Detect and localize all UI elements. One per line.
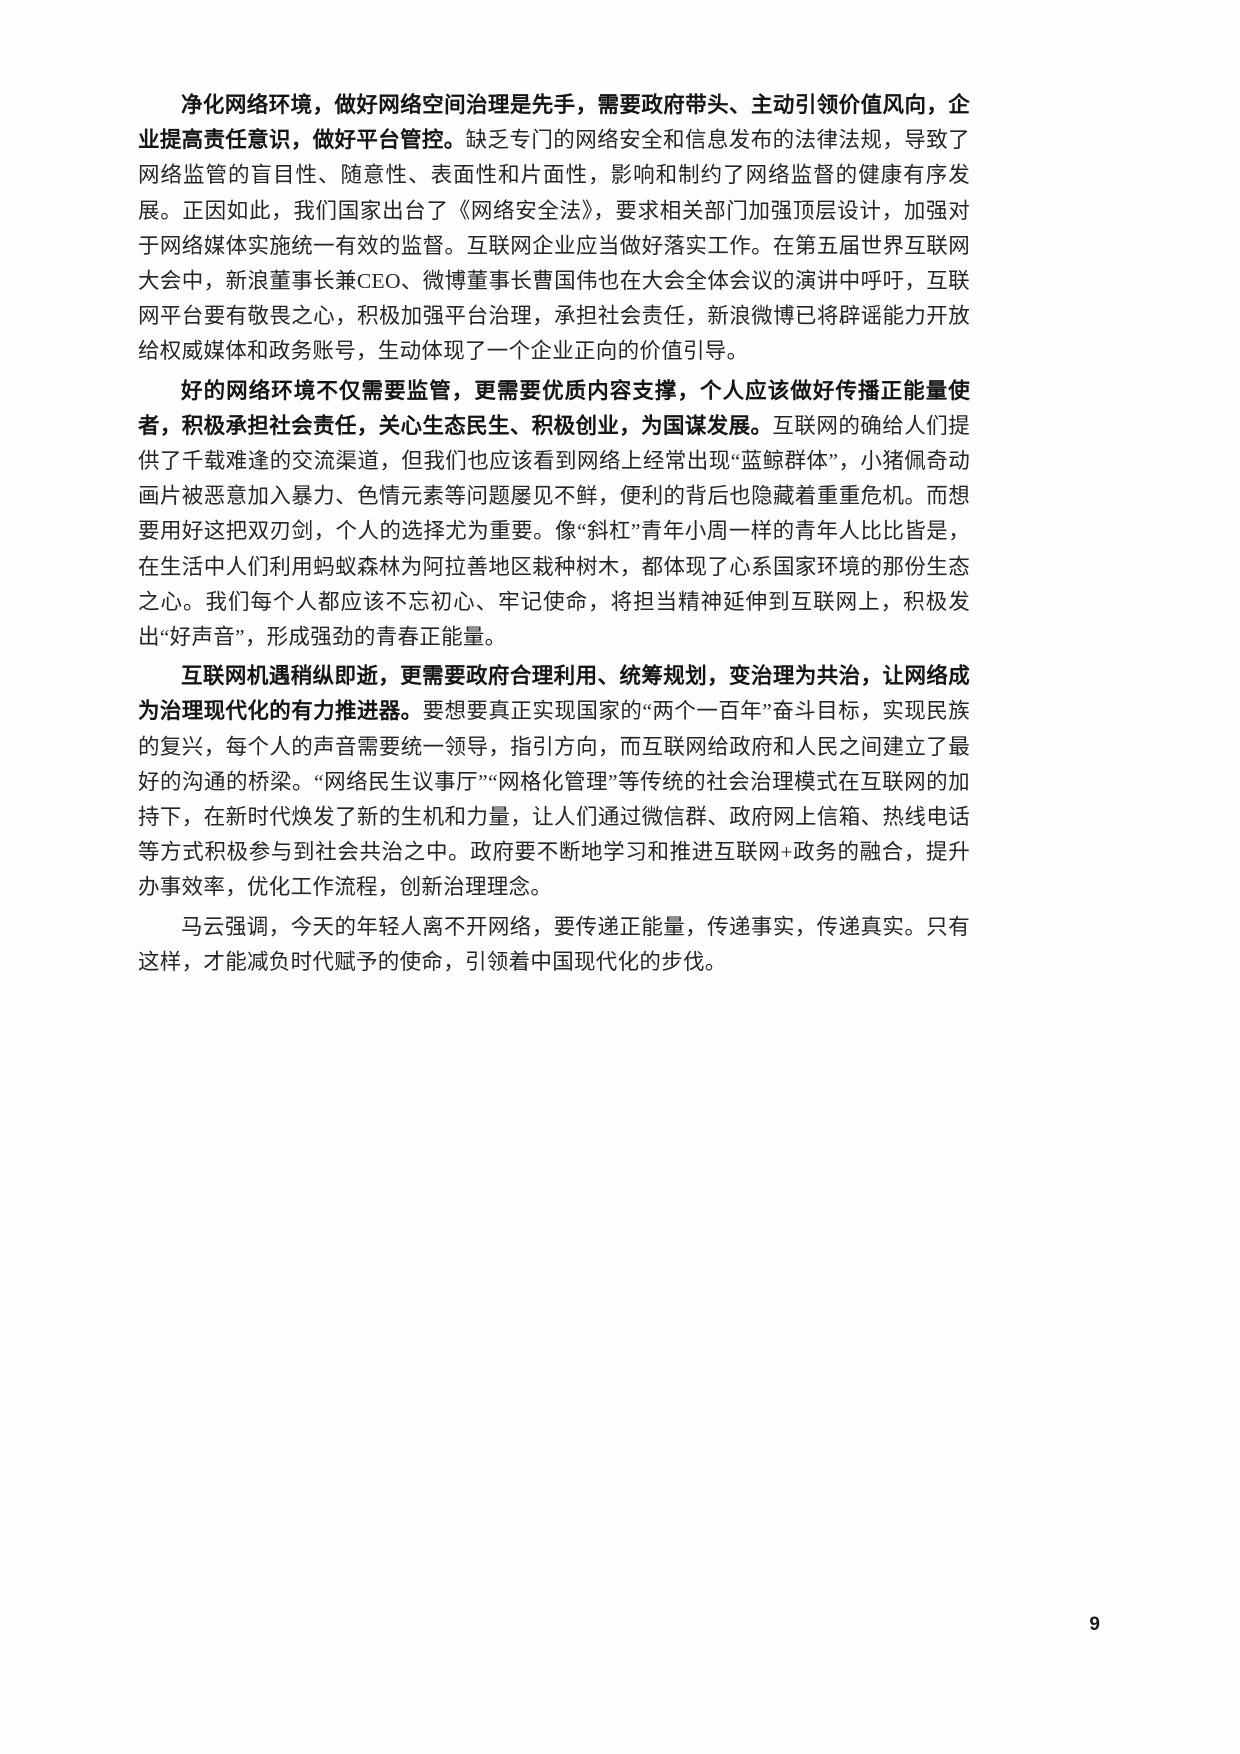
- paragraph-2-body: 互联网的确给人们提供了千载难逢的交流渠道，但我们也应该看到网络上经常出现“蓝鲸群…: [138, 413, 970, 650]
- paragraph-4: 马云强调，今天的年轻人离不开网络，要传递正能量，传递事实，传递真实。只有这样，才…: [138, 910, 970, 980]
- paragraph-3-body: 要想要真正实现国家的“两个一百年”奋斗目标，实现民族的复兴，每个人的声音需要统一…: [138, 699, 970, 900]
- paragraph-2: 好的网络环境不仅需要监管，更需要优质内容支撑，个人应该做好传播正能量使者，积极承…: [138, 374, 970, 656]
- page-number: 9: [1089, 1614, 1100, 1635]
- paragraph-1: 净化网络环境，做好网络空间治理是先手，需要政府带头、主动引领价值风向，企业提高责…: [138, 88, 970, 370]
- paragraph-2-lead: 好的网络环境不仅需要监管，更需要优质内容支撑，个人应该做好传播正能量使者，积极承…: [138, 378, 970, 438]
- paragraph-4-body: 马云强调，今天的年轻人离不开网络，要传递正能量，传递事实，传递真实。只有这样，才…: [138, 914, 970, 974]
- paragraph-1-body: 缺乏专门的网络安全和信息发布的法律法规，导致了网络监管的盲目性、随意性、表面性和…: [138, 128, 970, 364]
- paragraph-3: 互联网机遇稍纵即逝，更需要政府合理利用、统筹规划，变治理为共治，让网络成为治理现…: [138, 659, 970, 905]
- paragraph-1-lead: 净化网络环境，做好网络空间治理是先手，需要政府带头、主动引领价值风向，企业提高责…: [138, 93, 970, 153]
- paragraph-3-lead: 互联网机遇稍纵即逝，更需要政府合理利用、统筹规划，变治理为共治，让网络成为治理现…: [138, 664, 970, 724]
- document-body: 净化网络环境，做好网络空间治理是先手，需要政府带头、主动引领价值风向，企业提高责…: [138, 88, 970, 984]
